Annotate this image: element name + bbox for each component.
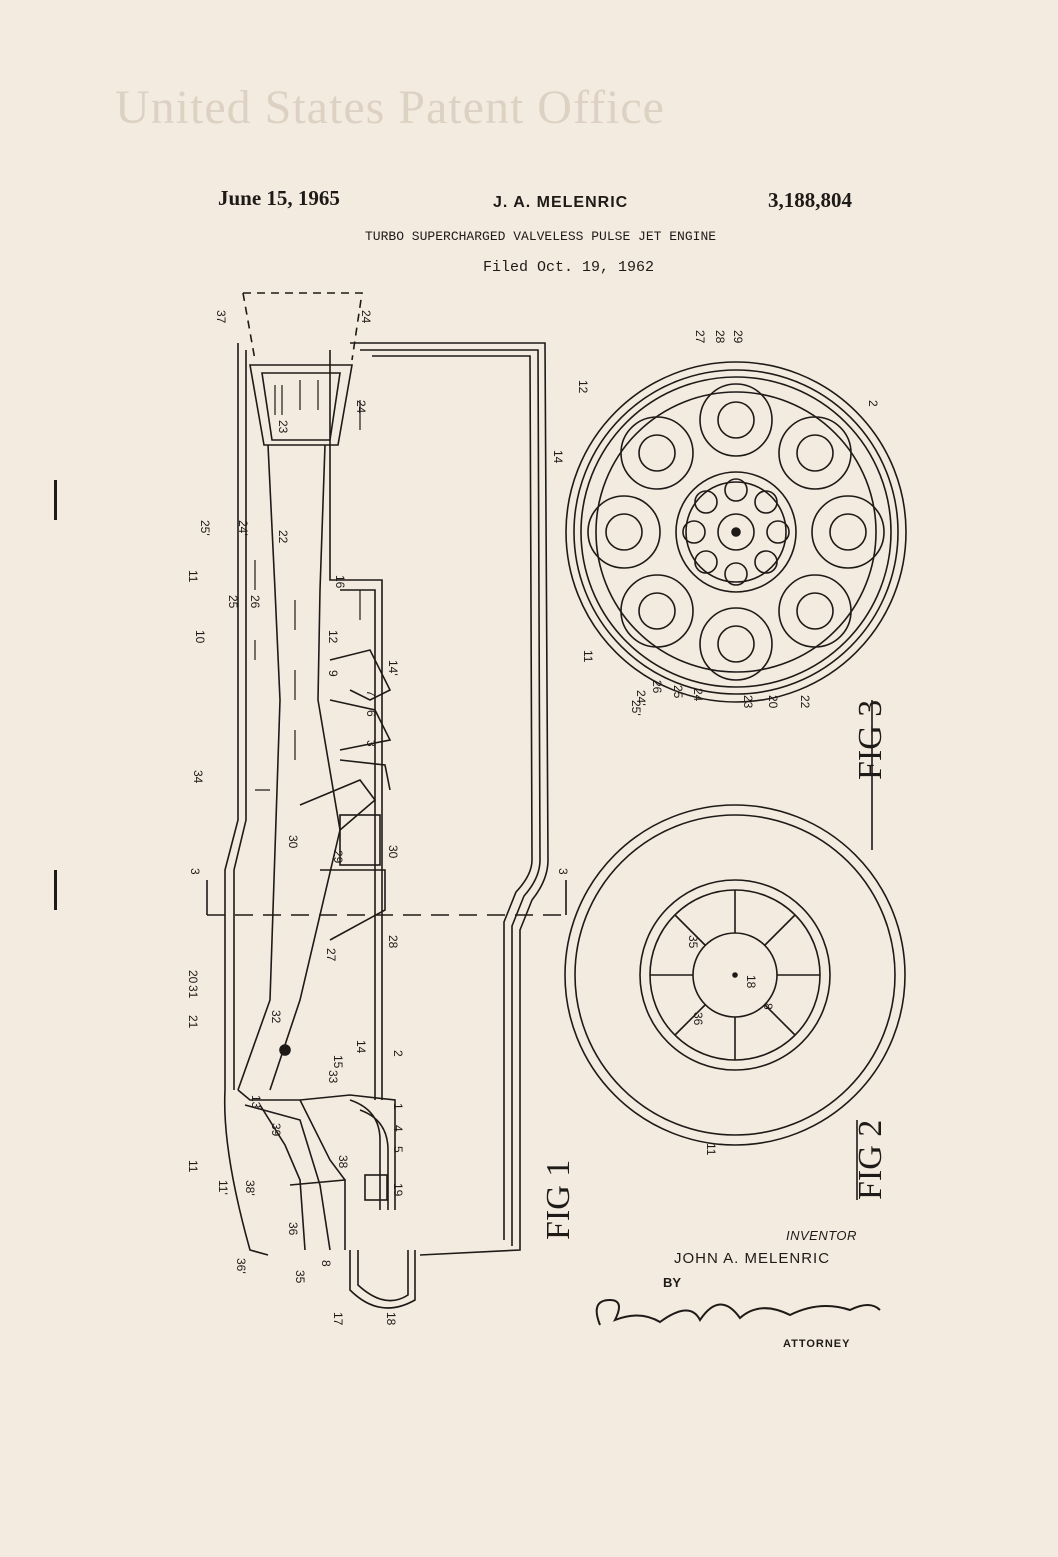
inventor-name: JOHN A. MELENRIC xyxy=(674,1250,831,1267)
reference-numeral: 8 xyxy=(761,1003,775,1010)
reference-numeral: 4 xyxy=(391,1125,405,1132)
fig3-circular-section xyxy=(565,361,907,703)
reference-numeral: 20 xyxy=(186,970,200,984)
by-label: BY xyxy=(663,1275,682,1290)
reference-numeral: 30 xyxy=(286,835,300,849)
reference-numeral: 27 xyxy=(324,948,338,962)
reference-numeral: 32 xyxy=(269,1010,283,1024)
reference-numeral: 14 xyxy=(551,450,565,464)
patent-title: TURBO SUPERCHARGED VALVELESS PULSE JET E… xyxy=(365,229,717,244)
reference-numeral: 29 xyxy=(331,850,345,864)
reference-numeral: 12 xyxy=(576,380,590,394)
reference-numeral: 36 xyxy=(286,1222,300,1236)
reference-numeral: 3 xyxy=(188,868,202,875)
reference-numeral: 19 xyxy=(391,1183,405,1197)
reference-numeral: 7 xyxy=(364,690,378,697)
reference-numeral: 22 xyxy=(798,695,812,709)
reference-numeral: 25' xyxy=(198,520,212,536)
patent-date: June 15, 1965 xyxy=(218,186,340,210)
reference-numeral: 37 xyxy=(214,310,228,324)
reference-numeral: 30 xyxy=(386,845,400,859)
reference-numeral: 2 xyxy=(391,1050,405,1057)
reference-numeral: 28 xyxy=(386,935,400,949)
reference-numeral: 25 xyxy=(671,685,685,699)
reference-numeral: 38' xyxy=(243,1180,257,1196)
reference-numeral: 33 xyxy=(326,1070,340,1084)
reference-numeral: 14 xyxy=(354,1040,368,1054)
reference-numeral: 26 xyxy=(650,680,664,694)
reference-numeral: 25 xyxy=(226,595,240,609)
reference-numeral: 15 xyxy=(331,1055,345,1069)
reference-numeral: 23 xyxy=(276,420,290,434)
reference-numeral: 11 xyxy=(704,1143,718,1156)
reference-numeral: 22 xyxy=(276,530,290,544)
reference-numeral: 9 xyxy=(326,670,340,677)
reference-numeral: 24 xyxy=(354,400,368,414)
attorney-label: ATTORNEY xyxy=(783,1338,851,1350)
punch-hole-mark xyxy=(54,480,57,520)
reference-numeral: 5 xyxy=(391,1146,405,1153)
reference-numeral: 28 xyxy=(713,330,727,344)
reference-numeral: 3 xyxy=(364,740,378,747)
reference-numeral: 14' xyxy=(386,660,400,676)
reference-numeral: 36 xyxy=(691,1012,705,1026)
reference-numeral: 29 xyxy=(731,330,745,344)
reference-numeral: 11' xyxy=(216,1180,230,1195)
reference-numeral: 35 xyxy=(293,1270,307,1284)
signature-scrawl xyxy=(595,1298,881,1326)
reference-numeral: 21 xyxy=(186,1015,200,1029)
fig2-label: FIG 2 xyxy=(852,1119,889,1200)
fig2-end-view xyxy=(564,804,906,1146)
reference-numeral: 25' xyxy=(629,700,643,716)
reference-numeral: 17 xyxy=(331,1312,345,1326)
fig1-label: FIG 1 xyxy=(540,1159,577,1240)
reference-numeral: 18 xyxy=(384,1312,398,1326)
reference-numeral: 8 xyxy=(319,1260,333,1267)
reference-numeral: 3 xyxy=(556,868,570,875)
inventor-label: INVENTOR xyxy=(786,1228,857,1243)
reference-numeral: 13 xyxy=(249,1095,263,1109)
fig1-engine-section xyxy=(206,292,567,1309)
ghost-show-through-title: United States Patent Office xyxy=(115,81,665,134)
reference-numeral: 2 xyxy=(866,400,880,407)
reference-numeral: 34 xyxy=(191,770,205,784)
reference-numeral: 6 xyxy=(364,710,378,717)
reference-numeral: 24 xyxy=(359,310,373,324)
reference-numeral: 11 xyxy=(581,650,595,663)
reference-numeral: 27 xyxy=(693,330,707,344)
reference-numeral: 36' xyxy=(234,1258,248,1274)
reference-numeral: 10 xyxy=(193,630,207,644)
reference-numeral: 20 xyxy=(766,695,780,709)
reference-numeral: 11 xyxy=(186,1160,200,1173)
reference-numeral: 39 xyxy=(269,1123,283,1137)
reference-numeral: 38 xyxy=(336,1155,350,1169)
reference-numeral: 31 xyxy=(186,985,200,999)
punch-hole-mark xyxy=(54,870,57,910)
inventor-header: J. A. MELENRIC xyxy=(493,194,629,211)
reference-numeral: 1 xyxy=(391,1103,405,1110)
reference-numeral: 11 xyxy=(186,570,200,583)
reference-numeral: 12 xyxy=(326,630,340,644)
fig3-label: FIG 3 xyxy=(852,699,889,780)
reference-numeral: 18 xyxy=(744,975,758,989)
reference-numeral: 35 xyxy=(686,935,700,949)
reference-numeral: 26 xyxy=(248,595,262,609)
patent-number: 3,188,804 xyxy=(768,188,852,212)
reference-numeral: 24' xyxy=(236,520,250,536)
filed-date: Filed Oct. 19, 1962 xyxy=(483,259,655,276)
reference-numeral: 23 xyxy=(741,695,755,709)
reference-numeral: 16 xyxy=(333,575,347,589)
reference-numeral: 24 xyxy=(691,688,705,702)
